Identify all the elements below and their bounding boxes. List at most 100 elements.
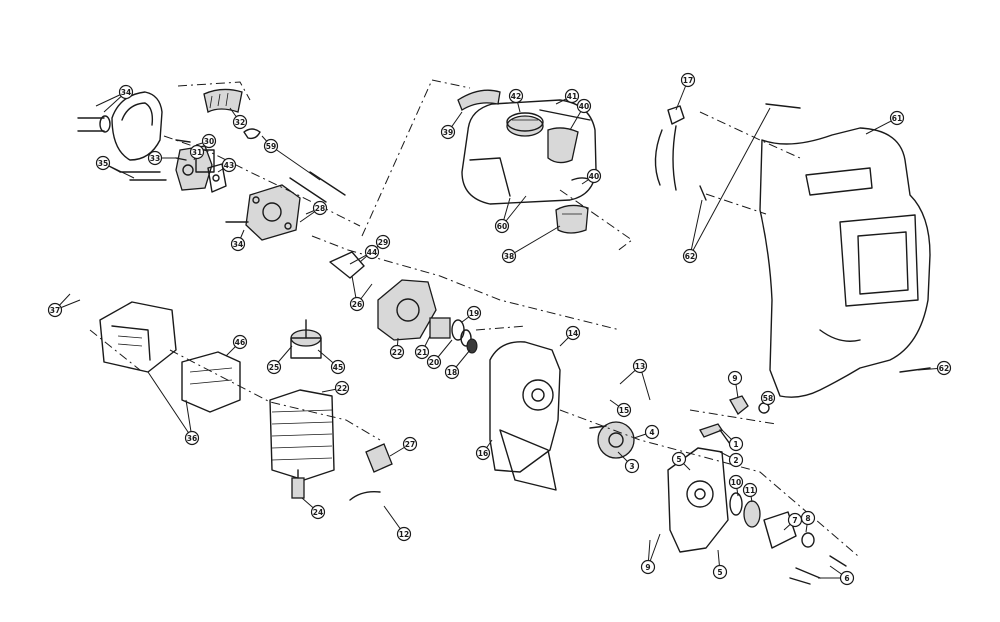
callout-3: 3 — [624, 458, 640, 474]
callout-label: 32 — [235, 118, 245, 127]
callout-circle — [624, 458, 640, 474]
starter-housing — [667, 447, 729, 553]
callout-34: 34 — [230, 236, 246, 252]
callout-30: 30 — [201, 133, 217, 149]
callout-circle — [310, 504, 326, 520]
mount-38 — [555, 204, 589, 234]
callout-circle — [221, 157, 237, 173]
callout-circle — [184, 430, 200, 446]
callout-circle — [47, 302, 63, 318]
callout-24: 24 — [310, 504, 326, 520]
callout-21: 21 — [414, 344, 430, 360]
callout-label: 41 — [567, 92, 577, 101]
clip-17 — [654, 105, 685, 191]
callout-circle — [95, 155, 111, 171]
clutch-parts — [729, 492, 815, 549]
callout-circle — [444, 364, 460, 380]
callout-circle — [632, 358, 648, 374]
callout-circle — [440, 124, 456, 140]
callout-14: 14 — [565, 325, 581, 341]
carburetor — [175, 139, 215, 191]
callout-34: 34 — [118, 84, 134, 100]
callout-label: 8 — [805, 514, 810, 523]
callout-40: 40 — [586, 168, 602, 184]
callout-circle — [800, 510, 816, 526]
callout-circle — [266, 359, 282, 375]
callout-circle — [936, 360, 952, 376]
callout-5: 5 — [712, 564, 728, 580]
callout-label: 35 — [98, 159, 108, 168]
callout-label: 28 — [315, 204, 325, 213]
callout-62: 62 — [936, 360, 952, 376]
callout-circle — [189, 144, 205, 160]
tank-parts-40 — [547, 127, 595, 183]
callout-label: 16 — [478, 449, 488, 458]
flywheel-4 — [589, 421, 635, 459]
callout-label: 46 — [235, 338, 245, 347]
callout-16: 16 — [475, 445, 491, 461]
callout-circle — [671, 451, 687, 467]
callout-5: 5 — [671, 451, 687, 467]
callout-42: 42 — [508, 88, 524, 104]
air-filter-cup — [99, 91, 163, 161]
callout-circle — [232, 114, 248, 130]
callout-circle — [682, 248, 698, 264]
callout-label: 34 — [121, 88, 131, 97]
callout-label: 62 — [939, 364, 949, 373]
callout-label: 60 — [497, 222, 507, 231]
cylinder — [269, 389, 335, 481]
fuel-cap-42 — [506, 112, 544, 137]
callout-6: 6 — [839, 570, 855, 586]
carb-gasket-43 — [207, 163, 227, 193]
muffler-body — [181, 351, 241, 413]
callout-circle — [312, 200, 328, 216]
callout-12: 12 — [396, 526, 412, 542]
fan-housing — [489, 341, 561, 491]
callout-28: 28 — [312, 200, 328, 216]
callout-circle — [565, 325, 581, 341]
callout-38: 38 — [501, 248, 517, 264]
screw-62-top — [699, 103, 931, 373]
callout-10: 10 — [728, 474, 744, 490]
callout-44: 44 — [364, 244, 380, 260]
callout-37: 37 — [47, 302, 63, 318]
callout-label: 5 — [676, 455, 681, 464]
callout-2: 2 — [728, 452, 744, 468]
callout-27: 27 — [402, 436, 418, 452]
callout-label: 27 — [405, 440, 415, 449]
callout-label: 7 — [792, 516, 797, 525]
callout-label: 3 — [629, 462, 634, 471]
callout-circle — [760, 390, 776, 406]
callout-label: 15 — [619, 406, 629, 415]
callout-41: 41 — [564, 88, 580, 104]
grommet-39 — [457, 89, 501, 111]
callout-circle — [334, 380, 350, 396]
callout-circle — [728, 436, 744, 452]
callout-label: 61 — [892, 114, 902, 123]
callout-label: 24 — [313, 508, 323, 517]
callout-label: 45 — [333, 363, 343, 372]
callout-label: 37 — [50, 306, 60, 315]
screws-59 — [225, 171, 346, 223]
callout-circle — [375, 234, 391, 250]
callout-circle — [232, 334, 248, 350]
callout-label: 31 — [192, 148, 202, 157]
callout-circle — [508, 88, 524, 104]
callout-43: 43 — [221, 157, 237, 173]
callout-11: 11 — [742, 482, 758, 498]
screws-6 — [789, 555, 847, 585]
callout-32: 32 — [232, 114, 248, 130]
callout-4: 4 — [644, 424, 660, 440]
callout-circle — [727, 370, 743, 386]
callout-label: 58 — [763, 394, 773, 403]
callout-circle — [644, 424, 660, 440]
callout-circle — [742, 482, 758, 498]
callout-circle — [680, 72, 696, 88]
callout-59: 59 — [263, 138, 279, 154]
callout-label: 18 — [447, 368, 457, 377]
callout-19: 19 — [466, 305, 482, 321]
callout-circle — [586, 168, 602, 184]
callout-circle — [364, 244, 380, 260]
callout-circle — [330, 359, 346, 375]
callout-label: 62 — [685, 252, 695, 261]
